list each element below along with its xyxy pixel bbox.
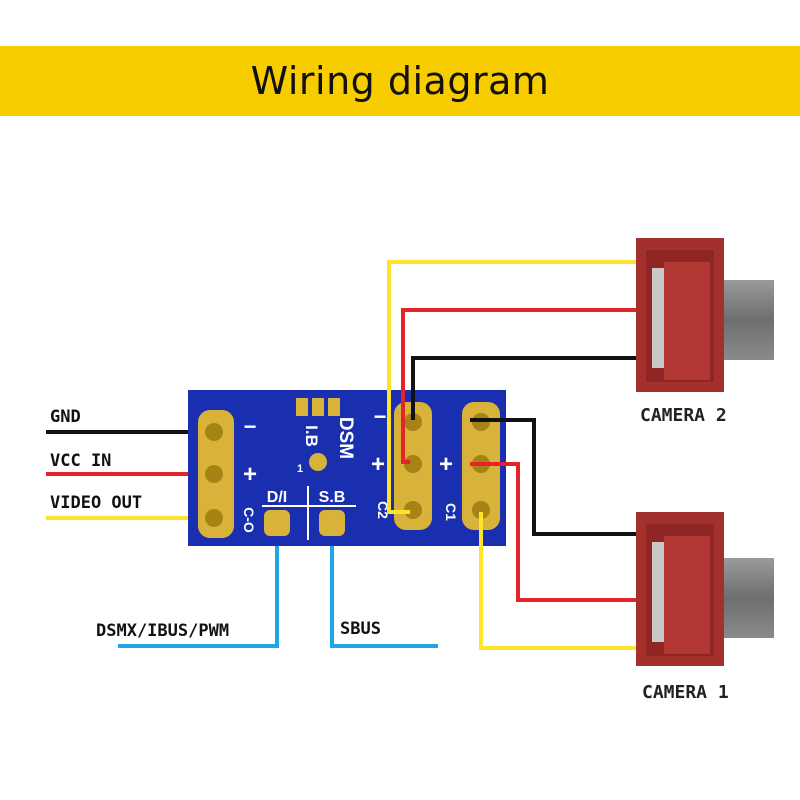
camera-2-label: CAMERA 2 [640,405,727,426]
pcb-minus-mid: − [374,404,387,429]
dsm-pad-a [296,398,308,416]
sb-pad [319,510,345,536]
camera-1-gnd-wire [470,418,636,536]
camera-2-module [636,238,774,392]
pcb-plus-right: + [439,451,453,478]
dsm-pad-c [328,398,340,416]
camera-2-gnd-wire [411,356,636,420]
gnd-pad [205,423,223,441]
camera-2-lens [722,280,774,360]
dsmx-ibus-pwm-label: DSMX/IBUS/PWM [96,621,229,641]
signal-wires [118,522,438,648]
title-banner: Wiring diagram [0,46,800,116]
page-title: Wiring diagram [250,59,550,103]
pcb-pin1-label: 1 [297,463,303,475]
dsmx-wire [118,522,279,648]
sbus-wire [330,522,438,648]
pcb-plus-mid: + [371,451,385,478]
pcb-minus-left: − [244,414,257,439]
pin1-pad [309,453,327,471]
camera-2-video-wire [387,260,636,514]
pcb-ib-label: I.B [302,425,321,447]
video-pad [205,509,223,527]
sbus-label: SBUS [340,619,381,639]
vcc-in-label: VCC IN [50,451,111,471]
pcb-plus-left: + [243,461,257,488]
camera-2-wires [387,260,636,514]
camera-2-vcc-wire [401,308,636,464]
vcc-pad [205,465,223,483]
di-pad [264,510,290,536]
video-out-label: VIDEO OUT [50,493,142,513]
camera-1-wires [470,418,636,650]
camera-1-video-wire [479,512,636,650]
camera-1-module [636,512,774,666]
pcb-di-label: D/I [267,489,287,506]
camera-1-label: CAMERA 1 [642,682,729,703]
camera-1-lens [722,558,774,638]
pcb-board: − + C-O DSM I.B 1 D/I S.B − + C2 + C1 [188,390,506,546]
pcb-c1-label: C1 [443,503,459,521]
gnd-label: GND [50,407,81,427]
left-wires [46,430,214,520]
dsm-pad-b [312,398,324,416]
pcb-sb-label: S.B [319,489,346,506]
camera-1-vcc-wire [470,462,636,602]
pcb-dsm-label: DSM [335,417,356,459]
pcb-co-label: C-O [241,507,257,533]
